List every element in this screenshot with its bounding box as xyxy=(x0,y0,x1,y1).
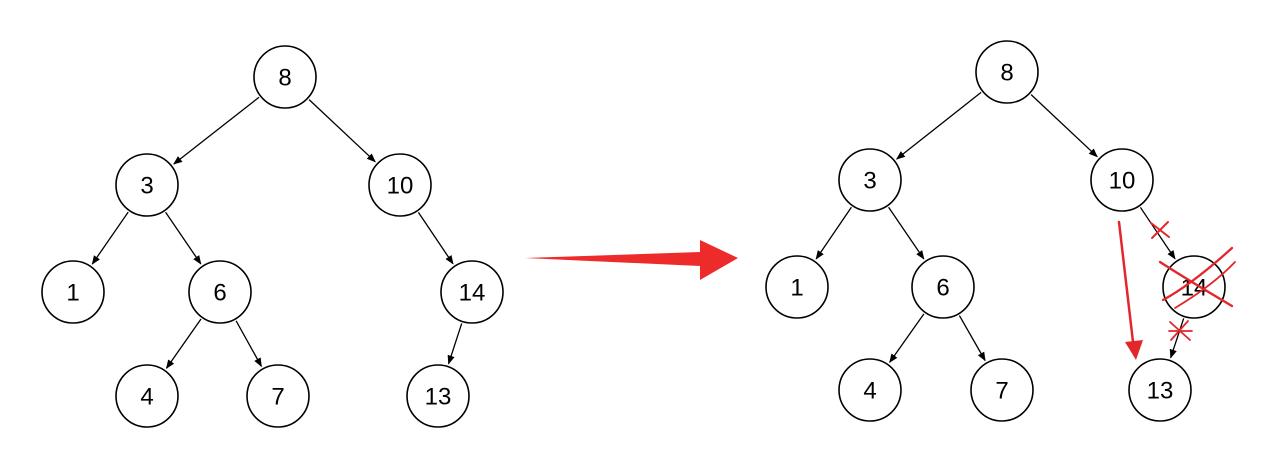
before-tree-edge-n8-n10 xyxy=(308,99,376,163)
node-label: 3 xyxy=(140,173,153,200)
node-circle xyxy=(368,153,432,217)
node-circle xyxy=(115,153,179,217)
node-label: 10 xyxy=(1109,168,1136,195)
deletion-annotations xyxy=(1117,220,1236,360)
node-circle xyxy=(41,260,105,324)
before-tree-node-6: 6 xyxy=(188,260,252,324)
node-label: 7 xyxy=(995,378,1008,405)
transition-arrow xyxy=(525,240,738,280)
after-tree: 8 3 10 1 6 14 4 7 13 xyxy=(765,40,1226,422)
before-tree-node-13: 13 xyxy=(406,364,470,428)
after-tree-node-6: 6 xyxy=(911,255,975,319)
after-tree-node-10: 10 xyxy=(1090,148,1154,212)
after-tree-edge-m3-m6 xyxy=(888,206,925,260)
node-circle xyxy=(253,45,317,109)
after-tree-node-8: 8 xyxy=(975,40,1039,104)
before-tree-node-4: 4 xyxy=(115,364,179,428)
after-tree-edge-m6-m7 xyxy=(958,315,986,362)
before-tree-node-1: 1 xyxy=(41,260,105,324)
node-label: 6 xyxy=(936,275,949,302)
new-link-arrow-line xyxy=(1117,220,1135,344)
cut-edge-x-mark xyxy=(1150,221,1170,239)
before-tree-node-3: 3 xyxy=(115,153,179,217)
after-tree-node-7: 7 xyxy=(970,358,1034,422)
delete-scribble-stroke xyxy=(1174,261,1236,309)
node-circle xyxy=(115,364,179,428)
node-circle xyxy=(1128,358,1192,422)
after-tree-node-1: 1 xyxy=(765,255,829,319)
node-circle xyxy=(188,260,252,324)
node-label: 1 xyxy=(66,280,79,307)
before-tree-edge-n8-n3 xyxy=(173,96,260,165)
after-tree-edge-m8-m10 xyxy=(1030,94,1098,158)
before-tree-edge-n3-n6 xyxy=(165,211,202,265)
node-circle xyxy=(440,260,504,324)
node-label: 10 xyxy=(387,173,414,200)
delete-scribble-stroke xyxy=(1161,246,1234,302)
node-circle xyxy=(1090,148,1154,212)
before-tree-edge-n6-n7 xyxy=(235,320,262,368)
before-tree-node-14: 14 xyxy=(440,260,504,324)
node-label: 1 xyxy=(790,275,803,302)
after-tree-edge-m3-m1 xyxy=(815,206,852,260)
after-tree-node-13: 13 xyxy=(1128,358,1192,422)
before-tree-edge-n14-n13 xyxy=(447,323,463,365)
after-tree-node-14: 14 xyxy=(1162,255,1226,319)
after-tree-node-4: 4 xyxy=(838,358,902,422)
node-label: 14 xyxy=(459,280,486,307)
node-label: 4 xyxy=(140,384,153,411)
node-label: 7 xyxy=(271,384,284,411)
transition-arrow-shape xyxy=(525,240,738,280)
node-label: 13 xyxy=(425,384,452,411)
node-circle xyxy=(975,40,1039,104)
node-circle xyxy=(911,255,975,319)
node-label: 8 xyxy=(1000,60,1013,87)
node-label: 3 xyxy=(863,168,876,195)
cut-edge-star-mark xyxy=(1168,320,1193,341)
node-label: 4 xyxy=(863,378,876,405)
before-tree-node-8: 8 xyxy=(253,45,317,109)
node-label: 8 xyxy=(278,65,291,92)
after-tree-edge-m8-m3 xyxy=(895,91,982,160)
before-tree: 8 3 10 1 6 14 4 7 13 xyxy=(41,45,504,428)
after-tree-edge-m6-m4 xyxy=(889,313,925,364)
node-circle xyxy=(838,148,902,212)
delete-scribble-stroke xyxy=(1158,260,1234,308)
after-tree-node-3: 3 xyxy=(838,148,902,212)
node-label: 13 xyxy=(1147,378,1174,405)
before-tree-node-7: 7 xyxy=(246,364,310,428)
after-tree-edge-m14-m13 xyxy=(1169,318,1185,359)
node-label: 6 xyxy=(213,280,226,307)
new-link-arrow-head xyxy=(1125,340,1143,360)
before-tree-edge-n10-n14 xyxy=(417,212,454,265)
before-tree-edge-n6-n4 xyxy=(165,318,202,369)
node-circle xyxy=(765,255,829,319)
node-circle xyxy=(406,364,470,428)
node-circle xyxy=(246,364,310,428)
before-tree-edge-n3-n1 xyxy=(91,211,129,265)
node-circle xyxy=(970,358,1034,422)
before-tree-node-10: 10 xyxy=(368,153,432,217)
node-circle xyxy=(838,358,902,422)
node-circle xyxy=(1162,255,1226,319)
